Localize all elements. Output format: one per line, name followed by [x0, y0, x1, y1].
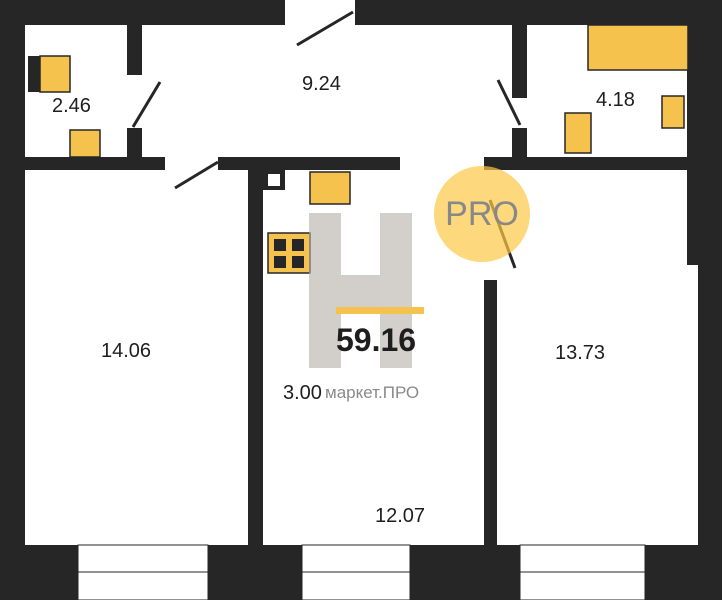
logo-watermark [309, 213, 412, 368]
total-area: 59.16 [336, 322, 417, 358]
room-area-kitchen: 12.07 [375, 505, 426, 527]
watermark-text: маркет.ПРО [325, 383, 420, 402]
toilet-icon [564, 112, 592, 154]
toilet-icon [39, 55, 71, 93]
room-area-bathroom: 4.18 [596, 89, 635, 111]
room-area-hall: 9.24 [302, 73, 341, 95]
pro-badge: PRO [434, 166, 530, 262]
room-area-note: 3.00 [283, 382, 322, 404]
sink-icon [309, 171, 351, 205]
room-area-bedroom-right: 13.73 [555, 342, 606, 364]
sink-icon [661, 95, 685, 129]
bathtub-icon [587, 24, 689, 71]
sink-icon [69, 129, 101, 158]
room-area-wc: 2.46 [52, 95, 91, 117]
room-area-bedroom-left: 14.06 [101, 340, 152, 362]
fixtures [39, 24, 689, 274]
windows [77, 544, 646, 600]
